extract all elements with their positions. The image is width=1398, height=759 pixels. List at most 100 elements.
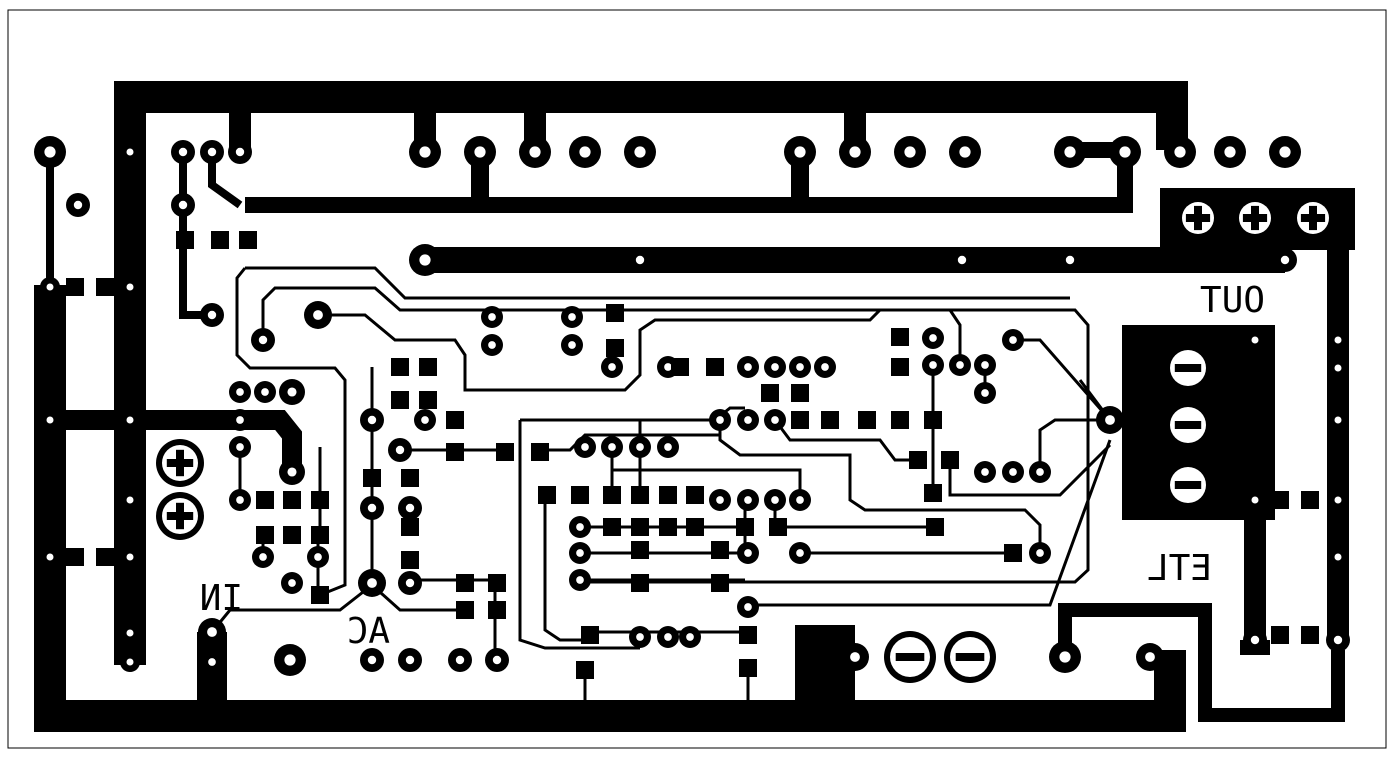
drill-hole bbox=[488, 341, 496, 349]
drill-hole bbox=[126, 553, 134, 561]
drill-hole bbox=[929, 334, 937, 342]
drill-hole bbox=[46, 283, 54, 291]
drill-hole bbox=[488, 313, 496, 321]
square-pad bbox=[706, 358, 724, 376]
square-pad bbox=[791, 384, 809, 402]
drill-hole bbox=[236, 416, 244, 424]
drill-hole bbox=[744, 496, 752, 504]
square-pad bbox=[659, 486, 677, 504]
drill-hole bbox=[1334, 416, 1342, 424]
drill-hole bbox=[576, 549, 584, 557]
drill-hole bbox=[405, 503, 415, 513]
drill-hole bbox=[367, 503, 377, 513]
minus-icon bbox=[895, 653, 925, 661]
square-pad bbox=[606, 339, 624, 357]
drill-hole bbox=[1174, 146, 1186, 158]
square-pad bbox=[941, 451, 959, 469]
drill-hole bbox=[929, 361, 937, 369]
square-pad bbox=[311, 491, 329, 509]
square-pad bbox=[419, 358, 437, 376]
drill-hole bbox=[474, 146, 486, 158]
screw-terminals bbox=[156, 196, 1335, 683]
drill-hole bbox=[455, 655, 465, 665]
drill-hole bbox=[579, 146, 591, 158]
square-pad bbox=[176, 231, 194, 249]
square-pad bbox=[66, 411, 84, 429]
square-pad bbox=[711, 574, 729, 592]
drill-hole bbox=[284, 654, 296, 666]
drill-hole bbox=[1333, 635, 1343, 645]
drill-hole bbox=[236, 443, 244, 451]
drill-hole bbox=[744, 363, 752, 371]
drill-hole bbox=[636, 443, 644, 451]
drill-hole bbox=[1334, 364, 1342, 372]
square-pad bbox=[686, 486, 704, 504]
square-pad bbox=[891, 411, 909, 429]
square-pad bbox=[538, 486, 556, 504]
drill-hole bbox=[1251, 496, 1259, 504]
drill-hole bbox=[126, 148, 134, 156]
drill-hole bbox=[288, 579, 296, 587]
drill-hole bbox=[981, 389, 989, 397]
drill-hole bbox=[849, 146, 861, 158]
drill-hole bbox=[1059, 651, 1071, 663]
drill-hole bbox=[664, 633, 672, 641]
drill-hole bbox=[126, 496, 134, 504]
plus-icon bbox=[1194, 205, 1202, 231]
drill-hole bbox=[1009, 336, 1017, 344]
drill-hole bbox=[178, 147, 188, 157]
drill-hole bbox=[686, 633, 694, 641]
drill-hole bbox=[367, 578, 377, 588]
drill-hole bbox=[529, 146, 541, 158]
drill-hole bbox=[771, 416, 779, 424]
square-pad bbox=[1301, 626, 1319, 644]
drill-hole bbox=[608, 363, 616, 371]
drill-hole bbox=[981, 468, 989, 476]
square-pad bbox=[96, 278, 114, 296]
plus-icon bbox=[1309, 205, 1317, 231]
drill-hole bbox=[73, 200, 83, 210]
square-pad bbox=[256, 491, 274, 509]
drill-hole bbox=[634, 146, 646, 158]
drill-hole bbox=[1334, 336, 1342, 344]
ground-pad bbox=[795, 625, 855, 700]
square-pad bbox=[66, 548, 84, 566]
square-pad bbox=[401, 469, 419, 487]
drill-hole bbox=[1105, 415, 1115, 425]
drill-hole bbox=[568, 341, 576, 349]
square-pad bbox=[769, 518, 787, 536]
square-pad bbox=[1271, 626, 1289, 644]
drill-hole bbox=[208, 658, 216, 666]
square-pad bbox=[488, 574, 506, 592]
square-pad bbox=[456, 601, 474, 619]
drill-hole bbox=[1334, 553, 1342, 561]
label-out: OUT bbox=[1200, 280, 1265, 321]
silkscreen-labels: OUT ETL IN AC bbox=[200, 280, 1265, 652]
drill-hole bbox=[1280, 255, 1290, 265]
label-ac: AC bbox=[347, 611, 390, 652]
square-pad bbox=[96, 411, 114, 429]
square-pad bbox=[606, 304, 624, 322]
drill-hole bbox=[904, 146, 916, 158]
drill-hole bbox=[178, 200, 188, 210]
drill-hole bbox=[313, 310, 323, 320]
drill-hole bbox=[1279, 146, 1291, 158]
square-pad bbox=[211, 231, 229, 249]
square-pad bbox=[924, 484, 942, 502]
drill-hole bbox=[959, 146, 971, 158]
minus-icon bbox=[1174, 421, 1202, 429]
drill-hole bbox=[126, 416, 134, 424]
square-pad bbox=[761, 384, 779, 402]
square-pad bbox=[446, 443, 464, 461]
square-pad bbox=[891, 328, 909, 346]
drill-hole bbox=[1065, 255, 1075, 265]
drill-hole bbox=[235, 147, 245, 157]
drill-hole bbox=[46, 553, 54, 561]
square-pad bbox=[66, 278, 84, 296]
square-pad bbox=[571, 486, 589, 504]
drill-hole bbox=[236, 496, 244, 504]
square-pad bbox=[924, 411, 942, 429]
drill-hole bbox=[1250, 635, 1260, 645]
drill-hole bbox=[367, 655, 377, 665]
drill-hole bbox=[405, 655, 415, 665]
